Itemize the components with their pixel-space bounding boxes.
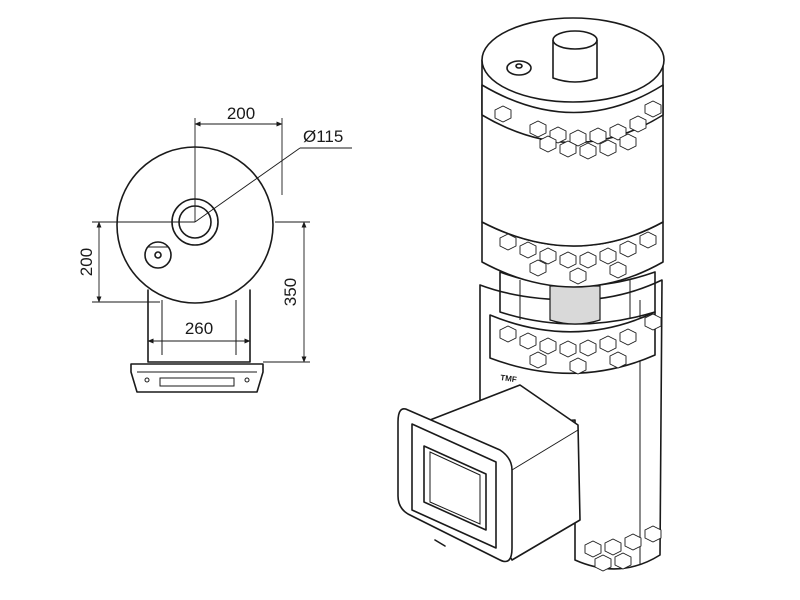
tap-circle [144, 241, 172, 269]
door-handle [434, 539, 446, 547]
dim-label-base-width: 260 [185, 319, 213, 338]
isometric-stove: TMF [397, 17, 665, 572]
hex-pattern-bottom [584, 525, 662, 572]
brand-emblem: TMF [500, 373, 518, 384]
inner-flue [549, 285, 601, 325]
door-glass [423, 445, 487, 531]
hex-pattern-upper [494, 100, 662, 160]
chimney-pipe [552, 40, 598, 83]
top-view: 200 Ø115 200 260 350 [77, 104, 352, 393]
firebox-plate [130, 363, 264, 393]
dim-label-top-width: 200 [227, 104, 255, 123]
hex-pattern-middle [499, 231, 657, 285]
dim-label-diameter: Ø115 [303, 127, 343, 146]
dim-label-left-height: 200 [77, 248, 96, 276]
hex-pattern-lower [499, 313, 662, 375]
dim-label-overall-height: 350 [281, 278, 300, 306]
base-body [147, 289, 251, 363]
top-tap [506, 60, 532, 76]
